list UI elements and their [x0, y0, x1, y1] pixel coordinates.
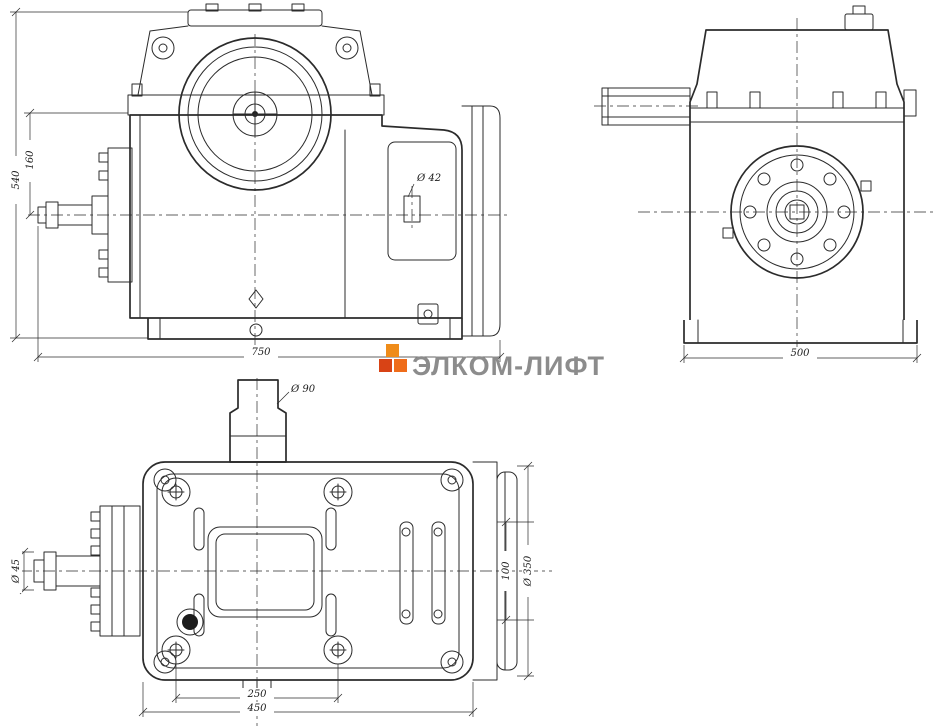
dim-shaft-90: Ø 90: [290, 384, 316, 395]
dim-width-750: 750: [251, 347, 271, 358]
dim-flange-350: Ø 350: [523, 555, 534, 587]
dim-width-500: 500: [790, 348, 810, 359]
logo-squares-icon: [379, 344, 407, 372]
side-view: [594, 5, 935, 363]
front-view: [10, 3, 508, 362]
dimension-labels: 540 160 750 Ø 42 500 Ø 90 Ø 45 100 Ø 350…: [11, 150, 810, 714]
watermark: ЭЛКОМ-ЛИФТ: [379, 344, 605, 381]
plan-view: [10, 378, 552, 726]
dim-shaft-45: Ø 45: [11, 559, 22, 584]
dim-height-160: 160: [25, 150, 36, 170]
dim-flange-100: 100: [501, 561, 512, 581]
dim-base-450: 450: [246, 703, 267, 714]
dim-height-540: 540: [11, 170, 22, 190]
dim-bore-42: Ø 42: [416, 173, 441, 184]
dim-spacing-250: 250: [246, 689, 267, 700]
watermark-text: ЭЛКОМ-ЛИФТ: [412, 351, 605, 381]
